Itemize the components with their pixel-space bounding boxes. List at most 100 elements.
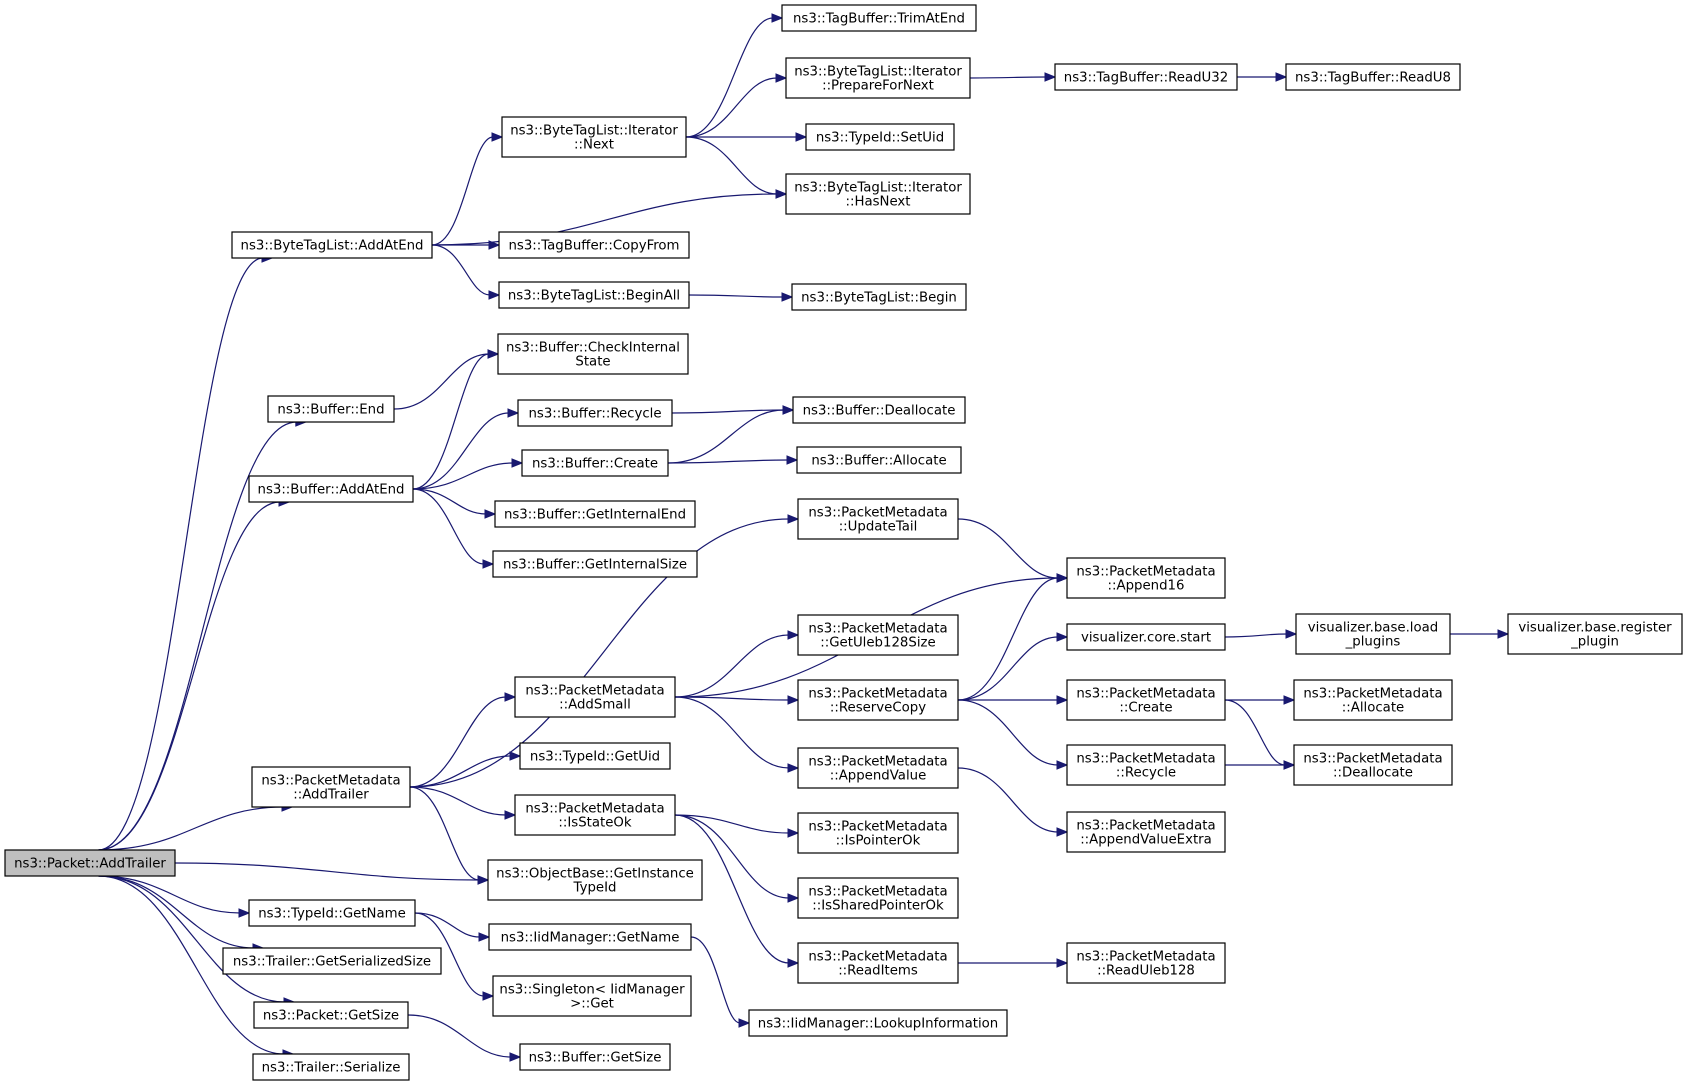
node-box <box>251 766 411 808</box>
node-ns3-trailer-getserializedsize[interactable]: ns3::Trailer::GetSerializedSize <box>222 947 442 975</box>
node-ns3-bytetaglist-iterator-preparefornext[interactable]: ns3::ByteTagList::Iterator::PrepareForNe… <box>785 57 971 99</box>
node-ns3-bytetaglist-iterator-hasnext[interactable]: ns3::ByteTagList::Iterator::HasNext <box>785 173 971 215</box>
edge-arrowhead <box>787 763 800 773</box>
node-ns3-buffer-getsize[interactable]: ns3::Buffer::GetSize <box>519 1043 671 1071</box>
node-ns3-buffer-end[interactable]: ns3::Buffer::End <box>267 395 395 423</box>
node-label: ::IsPointerOk <box>836 834 921 849</box>
node-ns3-buffer-addatend[interactable]: ns3::Buffer::AddAtEnd <box>248 475 414 503</box>
node-ns3-bytetaglist-beginall[interactable]: ns3::ByteTagList::BeginAll <box>498 281 690 309</box>
edge-buf_addatend-to-buf_create <box>412 462 514 490</box>
node-ns3-buffer-getinternalend[interactable]: ns3::Buffer::GetInternalEnd <box>494 500 696 528</box>
node-visualizer-base-register-plugin[interactable]: visualizer.base.register_plugin <box>1507 613 1683 655</box>
node-visualizer-core-start[interactable]: visualizer.core.start <box>1066 623 1226 651</box>
node-label: ns3::ByteTagList::Iterator <box>510 124 678 139</box>
node-ns3-iidmanager-getname[interactable]: ns3::IidManager::GetName <box>488 923 692 951</box>
node-ns3-typeid-getuid[interactable]: ns3::TypeId::GetUid <box>519 742 671 770</box>
node-label: ns3::PacketMetadata <box>1303 752 1442 767</box>
node-ns3-buffer-deallocate[interactable]: ns3::Buffer::Deallocate <box>792 396 966 424</box>
node-label: ::Recycle <box>1116 766 1176 781</box>
edge-buf_create-to-buf_allocate <box>667 459 789 464</box>
node-ns3-tagbuffer-readu32[interactable]: ns3::TagBuffer::ReadU32 <box>1054 63 1238 91</box>
node-box <box>519 1043 671 1071</box>
node-ns3-iidmanager-lookupinformation[interactable]: ns3::IidManager::LookupInformation <box>748 1009 1008 1037</box>
edge-packet_getsize-to-buf_getsize <box>407 1014 512 1058</box>
node-ns3-tagbuffer-copyfrom[interactable]: ns3::TagBuffer::CopyFrom <box>498 231 690 259</box>
node-label: ::ReadUleb128 <box>1097 964 1195 979</box>
node-ns3-packetmetadata-ispointerok[interactable]: ns3::PacketMetadata::IsPointerOk <box>797 812 959 854</box>
node-label: ns3::PacketMetadata <box>808 755 947 770</box>
node-ns3-packet-getsize[interactable]: ns3::Packet::GetSize <box>253 1001 409 1029</box>
edge-pm_reservecopy-to-pm_append16 <box>957 577 1059 701</box>
node-label: ::Create <box>1119 701 1172 716</box>
edge-arrowhead <box>1056 695 1069 705</box>
node-box <box>248 475 414 503</box>
node-box <box>488 923 692 951</box>
node-ns3-bytetaglist-begin[interactable]: ns3::ByteTagList::Begin <box>791 283 967 311</box>
edge-buf_addatend-to-buf_getinternalend <box>412 488 487 515</box>
node-ns3-packetmetadata-appendvalue[interactable]: ns3::PacketMetadata::AppendValue <box>797 747 959 789</box>
edge-viz_core_start-to-viz_base_load <box>1224 633 1288 638</box>
node-ns3-singleton-iidmanager-get[interactable]: ns3::Singleton< IidManager>::Get <box>492 975 692 1017</box>
node-ns3-tagbuffer-readu8[interactable]: ns3::TagBuffer::ReadU8 <box>1285 63 1461 91</box>
node-label: ::AppendValueExtra <box>1080 833 1212 848</box>
node-ns3-packetmetadata-issharedpointerok[interactable]: ns3::PacketMetadata::IsSharedPointerOk <box>797 877 959 919</box>
node-label: ::UpdateTail <box>839 520 918 535</box>
node-ns3-packet-addtrailer[interactable]: ns3::Packet::AddTrailer <box>4 849 176 877</box>
node-box <box>748 1009 1008 1037</box>
edge-pm_addtrailer-to-pm_isstateok <box>409 786 507 816</box>
node-ns3-packetmetadata-getuleb128size[interactable]: ns3::PacketMetadata::GetUleb128Size <box>797 614 959 656</box>
node-ns3-trailer-serialize[interactable]: ns3::Trailer::Serialize <box>252 1053 410 1081</box>
node-box <box>805 123 955 151</box>
node-ns3-packetmetadata-isstateok[interactable]: ns3::PacketMetadata::IsStateOk <box>514 794 676 836</box>
edge-arrowhead <box>509 751 522 761</box>
node-ns3-buffer-create[interactable]: ns3::Buffer::Create <box>521 449 669 477</box>
edge-arrowhead <box>1056 827 1069 837</box>
node-label: ns3::TypeId::SetUid <box>816 131 944 146</box>
node-box <box>796 446 962 474</box>
node-ns3-packetmetadata-create[interactable]: ns3::PacketMetadata::Create <box>1066 679 1226 721</box>
node-ns3-typeid-setuid[interactable]: ns3::TypeId::SetUid <box>805 123 955 151</box>
node-ns3-buffer-allocate[interactable]: ns3::Buffer::Allocate <box>796 446 962 474</box>
node-ns3-packetmetadata-addtrailer[interactable]: ns3::PacketMetadata::AddTrailer <box>251 766 411 808</box>
node-label: ns3::Buffer::Allocate <box>811 454 946 469</box>
node-box <box>1295 613 1451 655</box>
node-label: ns3::Buffer::GetSize <box>529 1051 662 1066</box>
edge-arrowhead <box>511 458 524 468</box>
node-ns3-buffer-recycle[interactable]: ns3::Buffer::Recycle <box>517 399 673 427</box>
node-ns3-packetmetadata-readitems[interactable]: ns3::PacketMetadata::ReadItems <box>797 942 959 984</box>
node-ns3-packetmetadata-deallocate[interactable]: ns3::PacketMetadata::Deallocate <box>1293 744 1453 786</box>
edge-root-to-ob_getinstance <box>174 862 480 881</box>
node-ns3-typeid-getname[interactable]: ns3::TypeId::GetName <box>248 899 416 927</box>
node-box <box>517 399 673 427</box>
node-label: TypeId <box>573 881 617 896</box>
node-ns3-bytetaglist-iterator-next[interactable]: ns3::ByteTagList::Iterator::Next <box>501 116 687 158</box>
node-label: ns3::TagBuffer::CopyFrom <box>508 239 679 254</box>
node-box <box>1285 63 1461 91</box>
node-ns3-packetmetadata-updatetail[interactable]: ns3::PacketMetadata::UpdateTail <box>797 498 959 540</box>
edge-arrowhead <box>491 132 504 142</box>
node-ns3-bytetaglist-addatend[interactable]: ns3::ByteTagList::AddAtEnd <box>231 231 433 259</box>
edge-arrowhead <box>509 1052 522 1062</box>
node-label: ns3::PacketMetadata <box>808 687 947 702</box>
node-ns3-packetmetadata-append16[interactable]: ns3::PacketMetadata::Append16 <box>1066 557 1226 599</box>
node-ns3-packetmetadata-readuleb128[interactable]: ns3::PacketMetadata::ReadUleb128 <box>1066 942 1226 984</box>
node-ns3-packetmetadata-addsmall[interactable]: ns3::PacketMetadata::AddSmall <box>514 676 676 718</box>
edge-pm_addsmall-to-pm_reservecopy <box>674 696 790 701</box>
node-label: ns3::PacketMetadata <box>261 774 400 789</box>
node-visualizer-base-load-plugins[interactable]: visualizer.base.load_plugins <box>1295 613 1451 655</box>
node-ns3-packetmetadata-recycle[interactable]: ns3::PacketMetadata::Recycle <box>1066 744 1226 786</box>
node-ns3-packetmetadata-appendvalueextra[interactable]: ns3::PacketMetadata::AppendValueExtra <box>1066 811 1226 853</box>
node-box <box>785 57 971 99</box>
node-box <box>797 877 959 919</box>
node-ns3-tagbuffer-trimatend[interactable]: ns3::TagBuffer::TrimAtEnd <box>781 4 977 32</box>
edge-arrowhead <box>781 292 794 302</box>
node-label: visualizer.base.register <box>1518 621 1672 636</box>
edge-arrowhead <box>238 908 251 918</box>
node-ns3-packetmetadata-allocate[interactable]: ns3::PacketMetadata::Allocate <box>1293 679 1453 721</box>
node-box <box>1066 744 1226 786</box>
node-label: ::IsSharedPointerOk <box>812 899 944 914</box>
node-ns3-packetmetadata-reservecopy[interactable]: ns3::PacketMetadata::ReserveCopy <box>797 679 959 721</box>
node-ns3-buffer-getinternalsize[interactable]: ns3::Buffer::GetInternalSize <box>492 550 698 578</box>
